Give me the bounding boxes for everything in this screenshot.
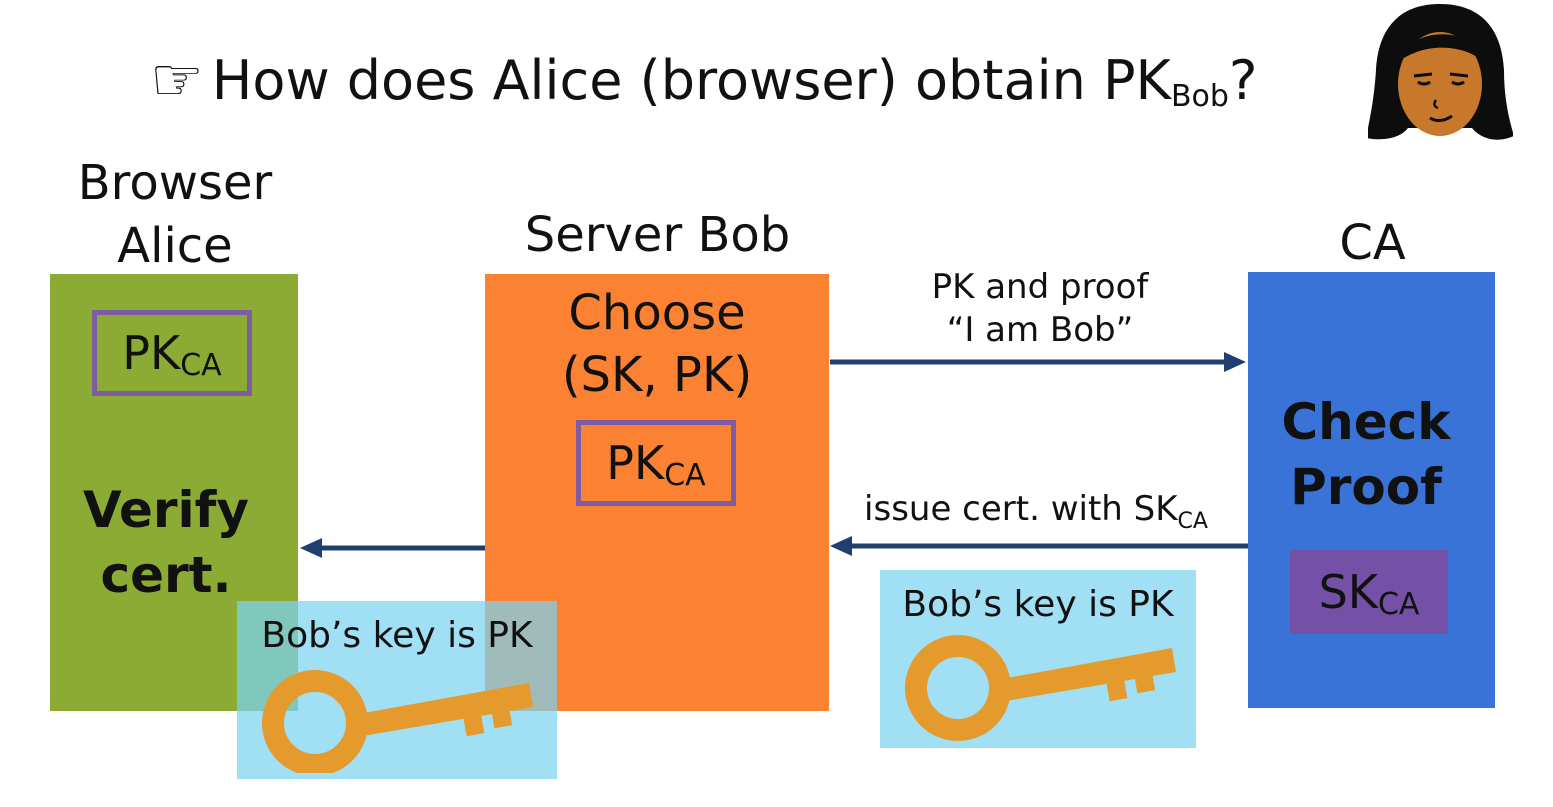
bob-action-line2: (SK, PK)	[561, 347, 753, 404]
title-question-mark: ?	[1228, 48, 1258, 112]
alice-action-line1: Verify	[82, 481, 249, 539]
certificate-forwarded-text: Bob’s key is PK	[261, 615, 533, 656]
bob-action: Choose (SK, PK)	[485, 282, 829, 407]
key-icon	[905, 635, 1176, 741]
certificate-issued: Bob’s key is PK	[880, 570, 1196, 748]
alice-action: Verify cert.	[50, 478, 282, 608]
alice-heading: Browser Alice	[50, 152, 300, 279]
bob-to-ca-label-line1: PK and proof	[931, 267, 1149, 307]
alice-action-line2: cert.	[100, 546, 232, 604]
ca-key-sub: CA	[1377, 586, 1420, 622]
title-text: How does Alice (browser) obtain PK	[211, 48, 1171, 112]
ca-action-line2: Proof	[1290, 458, 1442, 516]
title-subscript: Bob	[1170, 78, 1229, 114]
bob-to-ca-label-line2: “I am Bob”	[946, 309, 1134, 350]
ca-to-bob-label-main: issue cert. with SK	[864, 489, 1178, 529]
bob-key-main: PK	[606, 436, 665, 490]
ca-to-bob-label: issue cert. with SKCA	[836, 488, 1236, 534]
certificate-forwarded: Bob’s key is PK	[237, 601, 557, 779]
alice-avatar-icon	[1368, 4, 1513, 140]
certificate-issued-text: Bob’s key is PK	[902, 584, 1174, 625]
alice-key-main: PK	[122, 326, 181, 380]
arrow-bob-to-alice	[300, 538, 485, 558]
ca-action-line1: Check	[1281, 393, 1451, 451]
slide-title: ☞ How does Alice (browser) obtain PK Bob…	[150, 40, 1258, 120]
ca-box	[1248, 272, 1495, 708]
ca-key-main: SK	[1318, 565, 1378, 619]
ca-to-bob-label-sub: CA	[1177, 509, 1208, 534]
alice-key-sub: CA	[180, 347, 222, 383]
key-icon	[262, 670, 533, 773]
ca-heading: CA	[1339, 215, 1406, 271]
arrow-bob-to-ca	[830, 352, 1246, 372]
bob-to-ca-label: PK and proof “I am Bob”	[880, 266, 1200, 351]
alice-heading-line1: Browser	[77, 155, 273, 211]
arrow-ca-to-bob	[830, 536, 1248, 556]
pointing-hand-icon: ☞	[150, 45, 204, 115]
bob-heading: Server Bob	[524, 207, 791, 263]
ca-action: Check Proof	[1248, 390, 1484, 520]
bob-key-sub: CA	[664, 457, 706, 493]
alice-heading-line2: Alice	[117, 218, 233, 275]
bob-action-line1: Choose	[568, 285, 746, 341]
